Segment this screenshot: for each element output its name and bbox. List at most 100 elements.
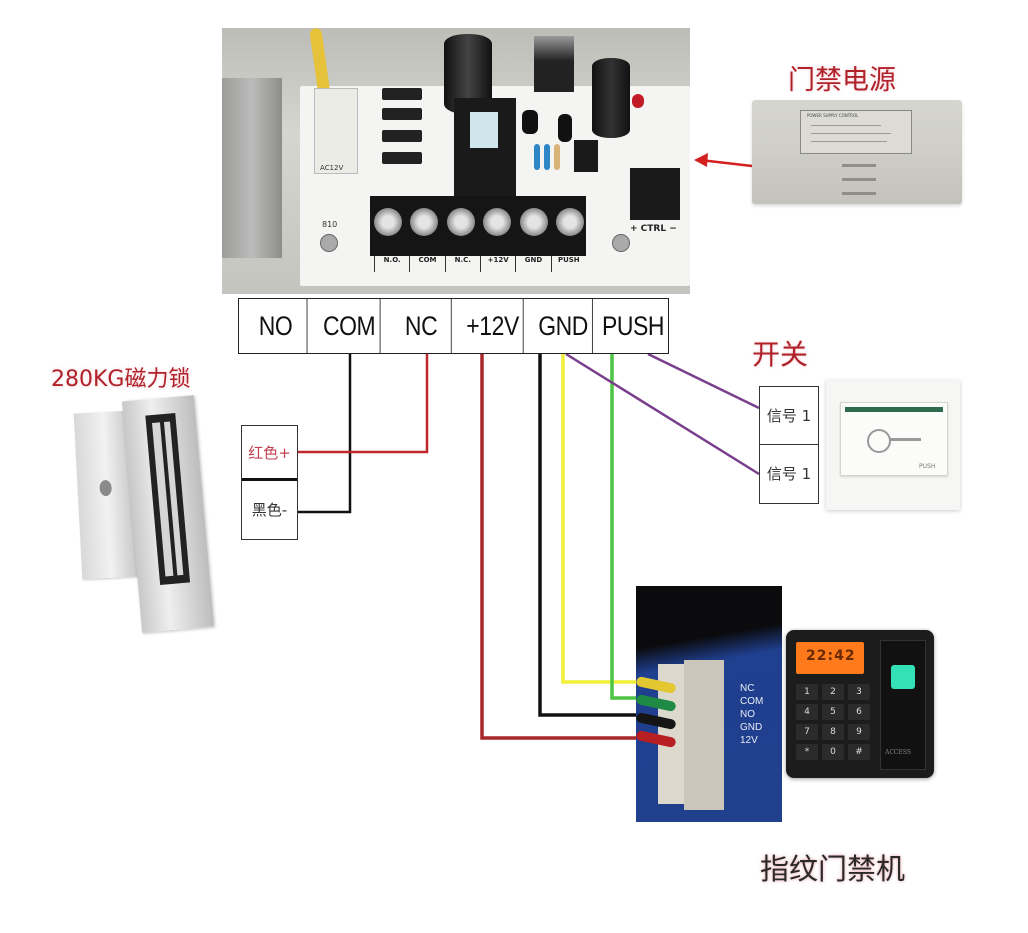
connector-pin-label: GND [740,722,763,733]
vent-slot [842,192,876,195]
connector-housing-inner [684,660,724,810]
ctrl-label: + CTRL − [630,224,677,234]
power-supply-label: 门禁电源 [788,65,896,96]
resistor [544,144,550,170]
diode [382,130,422,142]
label-line [811,125,881,126]
wire-gnd-to-reader [538,354,640,717]
keypad-key: 9 [848,724,870,740]
small-capacitor [558,114,572,142]
capacitor [592,58,630,138]
terminal-gnd: GND [534,299,593,353]
small-capacitor [522,110,538,134]
terminal-nc: NC [391,299,452,353]
mounting-screw [612,234,630,252]
transformer-block [222,78,282,258]
pcb-terminal-screw [555,208,584,236]
keypad-key: 0 [822,744,844,760]
keypad-key: 2 [822,684,844,700]
label-line [811,141,887,142]
terminal-com: COM [318,299,381,353]
power-supply-enclosure: POWER SUPPLY CONTROL [752,100,962,204]
switch-signal-box: 信号 1 信号 1 [759,386,819,504]
wire-push-green-to-reader [610,354,640,700]
reader-time: 22:42 [806,648,856,664]
connector-pin-label: 12V [740,735,758,746]
pcb-terminal-label: N.C. [444,256,480,272]
label-line [811,133,891,134]
fingerprint-reader-label: 指纹门禁机 [760,852,906,886]
wire-com-to-maglock-negative [298,354,352,514]
vent-slot [842,178,876,181]
maglock-positive-label: 红色+ [242,426,297,481]
terminal-strip: NO COM NC +12V GND PUSH [238,298,669,354]
pcb-terminal-label: PUSH [550,256,586,272]
switch-signal-1: 信号 1 [760,387,818,445]
vent-slot [842,164,876,167]
voltage-regulator [534,36,574,92]
enclosure-caption: POWER SUPPLY CONTROL [807,113,859,118]
ac-label: AC12V [320,164,344,172]
maglock-negative-label: 黑色- [251,500,288,519]
pcb-terminal-screw [446,208,475,236]
terminal-push: PUSH [601,310,665,341]
diode [382,88,422,100]
exit-push-button: PUSH [826,380,960,510]
keypad-key: 4 [796,704,818,720]
reader-brand: ACCESS [885,749,912,756]
pcb-terminal-label: COM [409,256,444,272]
maglock-label: 280KG磁力锁 [51,367,191,392]
relay-label [470,112,498,148]
ctrl-terminal [630,168,680,220]
led [632,94,644,108]
enclosure-label-plate: POWER SUPPLY CONTROL [800,110,912,154]
pcb-terminal-block [370,196,586,256]
diode [382,152,422,164]
armature-bolt [99,479,113,497]
keypad-key: 3 [848,684,870,700]
pcb-terminal-screws [374,208,584,244]
key-icon [867,429,891,453]
connector-pin-labels: NC COM NO GND 12V [740,682,780,747]
switch-label: 开关 [752,338,809,371]
connector-pin-label: NC [740,683,755,694]
wire-gnd-to-switch [565,352,760,476]
pcb-terminal-screw [410,208,439,236]
pcb-terminal-screw [483,208,512,236]
reader-display: 22:42 [796,642,864,674]
keypad-key: 5 [822,704,844,720]
fingerprint-sensor-frame: ACCESS [880,640,926,770]
wire-nc-to-maglock-positive [298,354,429,454]
push-plate: PUSH [840,402,948,476]
keypad-key: # [848,744,870,760]
diode [382,108,422,120]
connector-pin-label: NO [740,709,755,720]
ic-chip [574,140,598,172]
arrow-line [699,158,753,168]
wire-12v-to-reader [480,354,640,740]
fingerprint-sensor [891,665,915,689]
terminal-no: NO [245,299,308,353]
wire-gnd-yellow-to-reader [561,354,640,684]
pcb-terminal-label: N.O. [374,256,409,272]
pcb-terminal-label: +12V [479,256,515,272]
connector-pin-label: COM [740,696,764,707]
pcb-terminal-label: GND [515,256,550,272]
mounting-screw [320,234,338,252]
wire-push-to-switch [647,352,760,410]
switch-signal-2: 信号 1 [766,465,812,483]
pcb-terminal-screw [374,208,402,236]
push-plate-text: PUSH [919,463,936,470]
maglock-wire-box: 红色+ 黑色- [241,425,298,540]
arrow-head-icon [694,153,708,167]
resistor [554,144,560,170]
keypad-key: 7 [796,724,818,740]
key-shaft [889,438,921,441]
keypad-key: 6 [848,704,870,720]
keypad-key: 1 [796,684,818,700]
resistor [534,144,540,170]
